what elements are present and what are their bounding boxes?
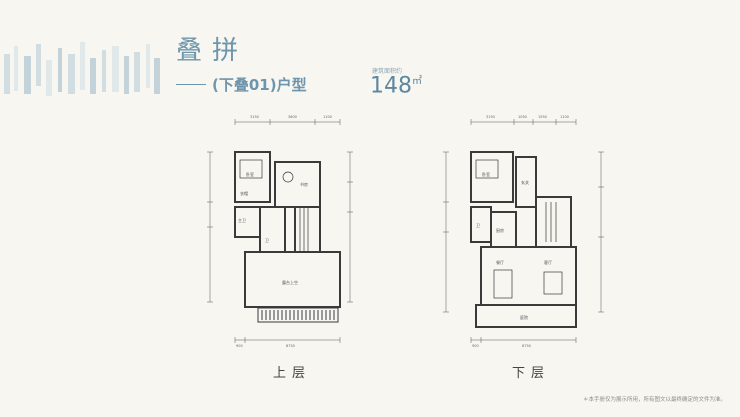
upper-dim-3: 1100 — [323, 115, 332, 119]
lower-dim-3: 1550 — [538, 115, 547, 119]
area-value: 148㎡ — [370, 72, 422, 98]
decorative-bar — [90, 58, 96, 94]
decorative-bar — [46, 60, 52, 96]
decorative-bar — [154, 58, 160, 94]
sofa-icon — [543, 271, 563, 295]
lower-walls — [470, 151, 577, 328]
upper-floor-plan: 3150 3600 1100 卧室 衣帽 书房 — [207, 115, 353, 348]
upper-bottom-dim-2: 8750 — [286, 344, 295, 348]
lower-bath-label: 卫 — [476, 223, 480, 228]
area-unit: ㎡ — [412, 76, 422, 87]
lower-bedroom-label: 卧室 — [482, 171, 490, 177]
living-label: 客厅 — [544, 259, 552, 265]
decorative-bar — [146, 44, 150, 88]
upper-closet-label: 衣帽 — [240, 190, 248, 196]
subtitle-rule — [176, 84, 206, 85]
page-title: 叠拼 — [176, 36, 249, 66]
lower-bottom-dim-2: 8750 — [522, 344, 531, 348]
lower-dim-2: 1050 — [518, 115, 527, 119]
decorative-bar — [58, 48, 62, 92]
lower-bottom-dim-1: 900 — [472, 344, 479, 348]
decorative-bar — [134, 52, 140, 92]
upper-table-icon — [282, 171, 294, 183]
upper-bath-label: 卫 — [265, 238, 269, 243]
lower-floor-label: 下层 — [512, 366, 551, 381]
lower-bed-icon — [475, 159, 499, 179]
lower-right-dimension — [598, 151, 604, 313]
upper-floor-label: 上层 — [273, 366, 312, 381]
upper-top-dimension: 3150 3600 1100 — [234, 115, 341, 125]
lower-left-dimension — [443, 151, 449, 313]
decorative-bar — [24, 56, 31, 94]
upper-left-dimension — [207, 151, 213, 303]
decorative-bar — [36, 44, 41, 86]
decorative-bar — [124, 56, 129, 94]
upper-bedroom-label: 卧室 — [246, 171, 254, 177]
upper-dim-1: 3150 — [250, 115, 259, 119]
upper-master-label: 主卫 — [238, 217, 246, 223]
lower-top-dimension: 3150 1050 1550 1100 — [470, 115, 577, 125]
upper-study-label: 书房 — [300, 181, 308, 187]
upper-bottom-dimension: 900 8750 — [234, 337, 341, 348]
kitchen-label: 厨房 — [496, 227, 504, 233]
lower-dim-4: 1100 — [560, 115, 569, 119]
footnote: ＊本手册仅为展示所用，所有图文以最终确定的文件为准。 — [582, 397, 726, 403]
lower-bottom-dimension: 900 8750 — [470, 337, 577, 348]
area-label: 建筑面积约 — [372, 68, 403, 75]
upper-bottom-dim-1: 900 — [236, 344, 243, 348]
upper-terrace-label: 露台上空 — [282, 279, 298, 285]
entry-label: 玄关 — [521, 179, 529, 185]
lower-floor-plan: 3150 1050 1550 1100 卧室 玄关 卫 厨房 餐厅 — [443, 115, 604, 348]
dining-label: 餐厅 — [496, 259, 504, 265]
upper-walls — [234, 151, 341, 308]
upper-railing — [257, 307, 339, 323]
decorative-bar — [68, 54, 75, 94]
unit-type-subtitle: (下叠01)户型 — [212, 76, 307, 94]
decorative-bars — [0, 36, 160, 96]
upper-right-dimension — [347, 151, 353, 303]
decorative-bar — [14, 46, 18, 91]
upper-dim-2: 3600 — [288, 115, 297, 119]
decorative-bar — [102, 50, 106, 92]
dining-table-icon — [493, 269, 513, 299]
court-label: 庭院 — [520, 314, 528, 320]
decorative-bar — [4, 54, 10, 94]
upper-bed-icon — [239, 159, 263, 179]
decorative-bar — [80, 42, 85, 90]
decorative-bar — [112, 46, 119, 92]
area-number: 148 — [370, 73, 412, 99]
lower-dim-1: 3150 — [486, 115, 495, 119]
